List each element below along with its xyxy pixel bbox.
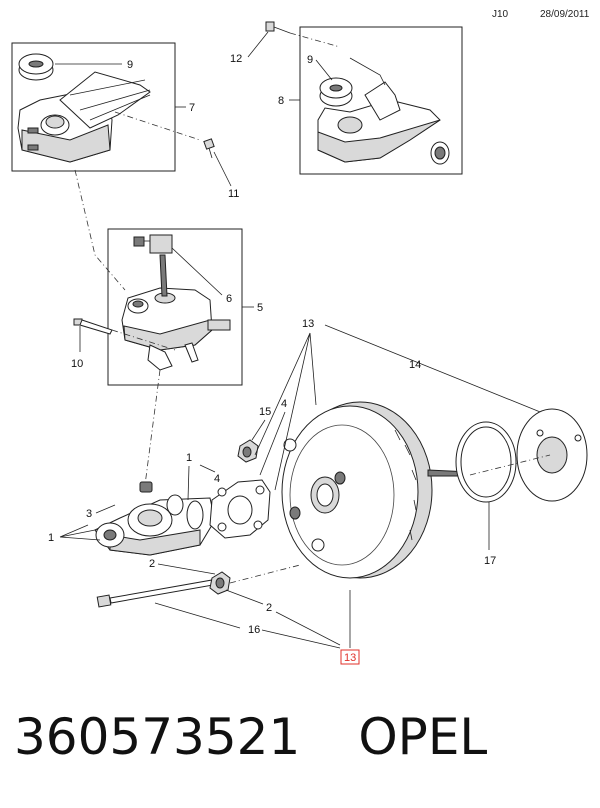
callout-1b: 1 <box>48 532 54 544</box>
callout-13b: 13 <box>344 652 356 664</box>
brand-name: OPEL <box>358 708 488 766</box>
parts-diagram: 9 7 11 12 9 8 <box>11 21 588 665</box>
callout-7: 7 <box>189 102 195 114</box>
nut-2 <box>209 571 231 595</box>
screw-12 <box>265 21 291 34</box>
part-number: 360573521 <box>14 708 301 766</box>
master-cylinder <box>94 481 216 556</box>
reservoir-8-drawing <box>317 57 450 165</box>
callout-2a: 2 <box>149 558 155 570</box>
callout-10: 10 <box>71 358 83 370</box>
callout-17: 17 <box>484 555 496 567</box>
part-footer: 360573521 OPEL <box>14 708 594 788</box>
screw-11 <box>203 138 215 159</box>
callout-9b: 9 <box>307 54 313 66</box>
brake-booster <box>281 401 471 579</box>
callout-12: 12 <box>230 53 242 65</box>
callout-13a: 13 <box>302 318 314 330</box>
callout-4b: 4 <box>281 398 287 410</box>
callout-5: 5 <box>257 302 263 314</box>
callout-11: 11 <box>228 188 239 200</box>
callout-4a: 4 <box>214 473 220 485</box>
callout-15: 15 <box>259 406 271 418</box>
nut-15 <box>237 439 259 463</box>
callout-1a: 1 <box>186 452 192 464</box>
callout-16: 16 <box>248 624 260 636</box>
sensor-10 <box>73 318 113 335</box>
reservoir-7-drawing <box>17 53 151 163</box>
callout-14: 14 <box>409 359 421 371</box>
highlight-box-13 <box>340 649 360 665</box>
callout-3: 3 <box>86 508 92 520</box>
callout-2b: 2 <box>266 602 272 614</box>
callout-8: 8 <box>278 95 284 107</box>
reservoir-5-drawing <box>121 234 231 371</box>
callout-6: 6 <box>226 293 232 305</box>
diagram-code: J10 <box>492 9 509 20</box>
inset-box-reservoir-8 <box>299 26 463 175</box>
gasket-4 <box>209 479 271 539</box>
seal-17 <box>455 421 517 503</box>
washer-14 <box>516 408 588 502</box>
callout-9a: 9 <box>127 59 133 71</box>
diagram-date: 28/09/2011 <box>540 9 590 20</box>
